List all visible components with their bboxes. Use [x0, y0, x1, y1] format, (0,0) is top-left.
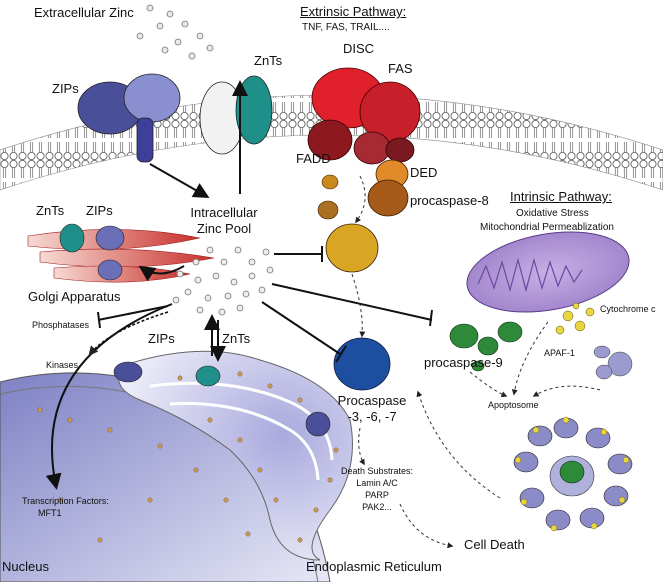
- procaspase-9-label: procaspase-9: [424, 355, 503, 370]
- apoptosome-label: Apoptosome: [488, 400, 539, 410]
- znts-er-label: ZnTs: [222, 331, 251, 346]
- zips-golgi-label: ZIPs: [86, 203, 113, 218]
- death-substrate-parp: PARP: [365, 490, 389, 500]
- cytochrome-c-molecules: [555, 302, 595, 335]
- znts-golgi-label: ZnTs: [36, 203, 65, 218]
- znt-transporter-membrane: [199, 75, 273, 155]
- zip-transporter-membrane: [77, 73, 181, 163]
- zinc-flow-arrows: [45, 80, 248, 490]
- extracellular-zinc-ions: [136, 4, 214, 60]
- procaspase-8-label: procaspase-8: [410, 193, 489, 208]
- phosphatases-label: Phosphatases: [32, 320, 90, 330]
- zips-membrane-label: ZIPs: [52, 81, 79, 96]
- cytochrome-c-label: Cytochrome c: [600, 304, 656, 314]
- cell-death-label: Cell Death: [464, 537, 525, 552]
- intracellular-pool-label-line1: Intracellular: [190, 205, 258, 220]
- fadd-label: FADD: [296, 151, 331, 166]
- intracellular-zinc-pool: [172, 246, 274, 316]
- death-substrate-pak2: PAK2...: [362, 502, 392, 512]
- intrinsic-pathway-title: Intrinsic Pathway:: [510, 189, 612, 204]
- transcription-factors-label: Transcription Factors:: [22, 496, 109, 506]
- er-label: Endoplasmic Reticulum: [306, 559, 442, 574]
- disc-complex: [307, 67, 421, 165]
- procaspase-3-6-7: [333, 337, 391, 391]
- extrinsic-pathway-title: Extrinsic Pathway:: [300, 4, 407, 19]
- extrinsic-ligands-label: TNF, FAS, TRAIL....: [302, 22, 390, 33]
- endoplasmic-reticulum: [37, 350, 353, 561]
- intrinsic-mito-label: Mitochondrial Permeablization: [480, 222, 614, 233]
- death-substrate-lamin: Lamin A/C: [356, 478, 398, 488]
- znts-membrane-label: ZnTs: [254, 53, 283, 68]
- nucleus-label: Nucleus: [2, 559, 49, 574]
- transcription-factor-mft1: MFT1: [38, 508, 62, 518]
- apaf-1-label: APAF-1: [544, 348, 575, 358]
- golgi-label: Golgi Apparatus: [28, 289, 121, 304]
- procaspase-exec-label-line1: Procaspase: [337, 393, 407, 408]
- apoptosome: [513, 416, 633, 532]
- extracellular-zinc-label: Extracellular Zinc: [34, 5, 134, 20]
- death-substrates-title: Death Substrates:: [340, 466, 414, 476]
- ded-label: DED: [410, 165, 438, 180]
- fas-label: FAS: [388, 61, 413, 76]
- zinc-inhibition-lines: [97, 246, 433, 363]
- caspase-cascade-arrows: [351, 175, 601, 549]
- intrinsic-oxidative-label: Oxidative Stress: [516, 208, 589, 219]
- procaspase-8-cluster: [317, 159, 409, 273]
- procaspase-exec-label-line2: -3, -6, -7: [347, 409, 397, 424]
- intracellular-pool-label-line2: Zinc Pool: [196, 221, 252, 236]
- kinases-label: Kinases: [46, 360, 79, 370]
- kinase-dotted-arrow: [88, 311, 169, 356]
- procaspase-9-cluster: [449, 321, 523, 372]
- apaf-1-molecules: [593, 345, 633, 380]
- mitochondrion: [466, 231, 630, 313]
- zips-er-label: ZIPs: [148, 331, 175, 346]
- disc-label: DISC: [343, 41, 375, 56]
